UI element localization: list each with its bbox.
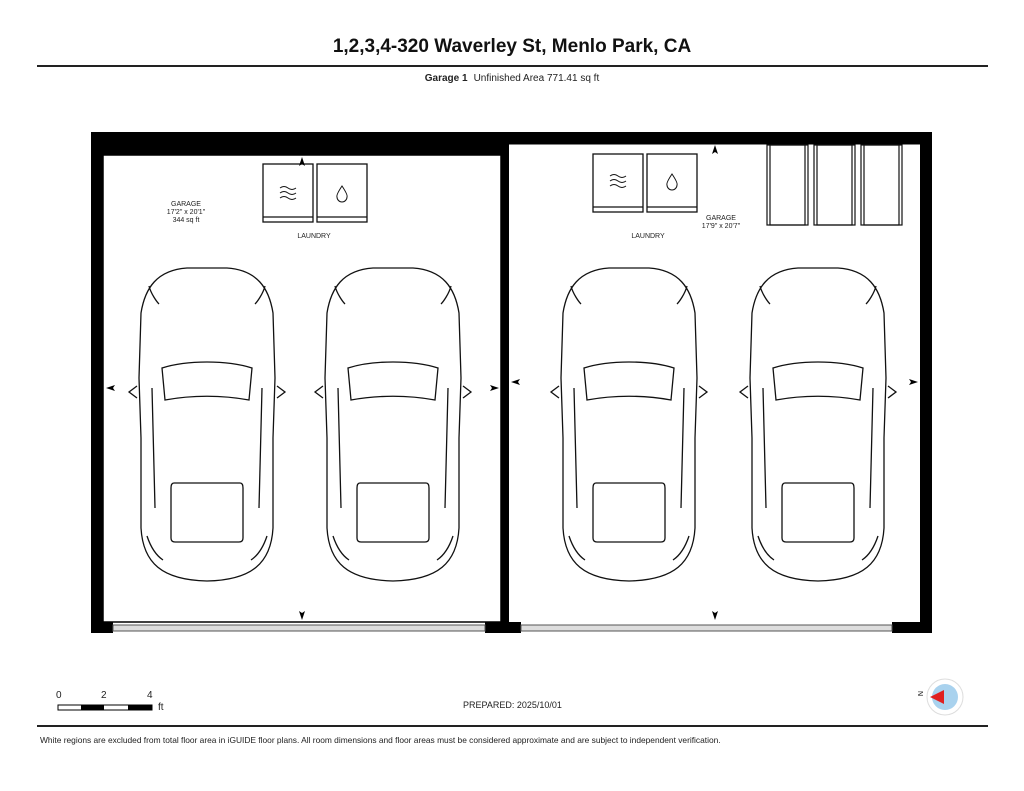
scale-bar — [57, 704, 153, 711]
scale-tick-2: 2 — [101, 690, 107, 701]
scale-tick-4: 4 — [147, 690, 153, 701]
compass-north-label: N — [916, 690, 924, 697]
scale-tick-0: 0 — [56, 690, 62, 701]
walls — [91, 132, 932, 633]
washer-dryer-left — [262, 163, 368, 223]
laundry-label-1: LAUNDRY — [297, 233, 331, 240]
scale-unit: ft — [158, 702, 164, 713]
footer-divider — [37, 725, 988, 727]
shelving-units — [766, 144, 903, 226]
washer-dryer-right — [592, 153, 698, 213]
disclaimer-text: White regions are excluded from total fl… — [40, 735, 721, 745]
page-title: 1,2,3,4-320 Waverley St, Menlo Park, CA — [332, 36, 692, 57]
level-name: Garage 1 — [424, 73, 468, 84]
prepared-date: PREPARED: 2025/10/01 — [463, 700, 562, 710]
floor-subheader: Garage 1 Unfinished Area 771.41 sq ft — [0, 73, 1024, 84]
area-text: Unfinished Area 771.41 sq ft — [473, 73, 600, 84]
car-4 — [739, 267, 897, 582]
compass-icon — [926, 678, 964, 716]
header-divider — [37, 65, 988, 67]
car-3 — [550, 267, 708, 582]
room-label-garage-1: GARAGE 17'2" x 20'1" 344 sq ft — [166, 201, 206, 224]
laundry-label-2: LAUNDRY — [631, 233, 665, 240]
dimension-arrows — [106, 145, 918, 620]
room-label-garage-2: GARAGE 17'9" x 20'7" — [701, 215, 741, 230]
